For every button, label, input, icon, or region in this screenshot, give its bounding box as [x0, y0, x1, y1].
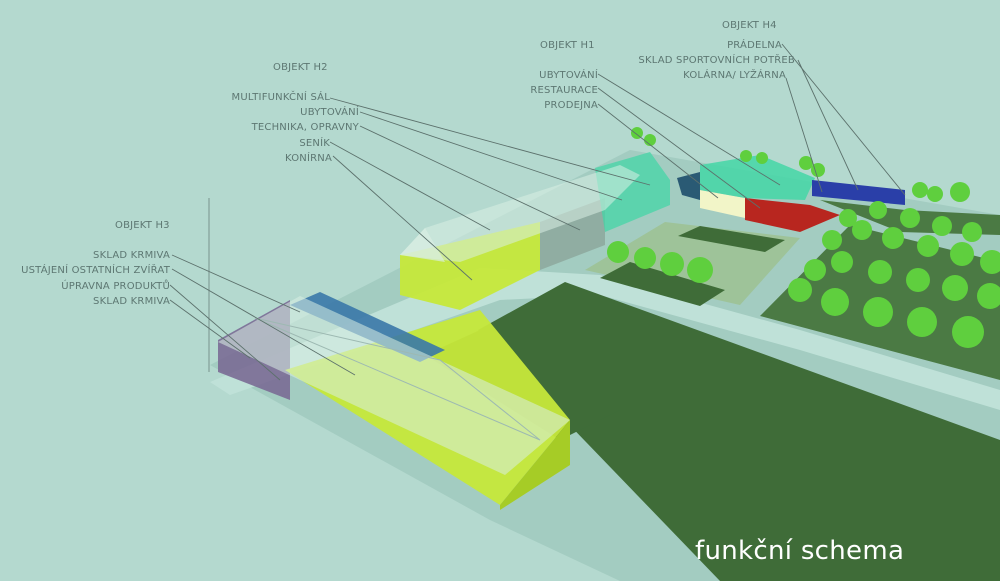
h4-blue-block — [812, 180, 905, 205]
tree — [907, 307, 937, 337]
tree — [740, 150, 752, 162]
leader-h2-sal — [329, 97, 651, 186]
lawn-strip-1 — [600, 262, 725, 306]
road — [210, 268, 1000, 410]
tree — [804, 259, 826, 281]
tree — [952, 316, 984, 348]
h2-gable — [400, 228, 445, 262]
leader-h1-prod — [597, 103, 719, 199]
tree — [917, 235, 939, 257]
tree — [852, 220, 872, 240]
tree — [831, 251, 853, 273]
h1-heading: OBJEKT H1 — [540, 40, 595, 51]
field-large — [478, 282, 1000, 581]
h1-item-prodejna: PRODEJNA — [544, 100, 598, 111]
tree — [869, 201, 887, 219]
leader-h4-kolarna — [785, 77, 823, 193]
tree — [863, 297, 893, 327]
h3-item-ustajeni: USTÁJENÍ OSTATNÍCH ZVÍŘAT — [21, 265, 170, 276]
h1-item-ubytovani: UBYTOVÁNÍ — [539, 70, 598, 81]
tree — [687, 257, 713, 283]
tree — [644, 134, 656, 146]
h4-item-pradelna: PRÁDELNA — [727, 40, 782, 51]
tree — [839, 209, 857, 227]
h3-roof — [218, 296, 570, 475]
leader-h2-senik — [329, 141, 491, 231]
h2-heading: OBJEKT H2 — [273, 62, 328, 73]
tree — [868, 260, 892, 284]
tree — [962, 222, 982, 242]
h3-item-sklad-krmiva-1: SKLAD KRMIVA — [93, 250, 170, 261]
tree — [912, 182, 928, 198]
tree — [882, 227, 904, 249]
tree — [977, 283, 1000, 309]
leader-h3-ustajeni — [171, 268, 356, 376]
h2-item-senik: SENÍK — [299, 138, 330, 149]
tree — [660, 252, 684, 276]
h2-item-multifunkcni-sal: MULTIFUNKČNÍ SÁL — [231, 92, 330, 103]
lawn-strip-2 — [678, 226, 785, 252]
building-h2 — [400, 152, 670, 310]
h1-accommodation — [700, 155, 815, 200]
tree — [631, 127, 643, 139]
leader-h3-upravna — [169, 284, 281, 381]
h2-roof — [400, 165, 640, 262]
h1-shop — [700, 190, 745, 218]
h1-item-restaurace: RESTAURACE — [530, 85, 598, 96]
leader-h3-sklad1 — [171, 254, 301, 313]
leader-h4-sklad — [797, 59, 859, 191]
h4-item-kolarna: KOLÁRNA/ LYŽÁRNA — [683, 70, 786, 81]
h2-item-technika: TECHNIKA, OPRAVNY — [251, 122, 359, 133]
building-h4 — [812, 180, 905, 205]
leader-h3-sklad2 — [169, 299, 251, 359]
tree — [821, 288, 849, 316]
leader-h1-rest — [597, 87, 761, 209]
leader-lines — [169, 43, 906, 381]
building-h3 — [218, 292, 570, 510]
diagram-caption: funkční schema — [695, 536, 905, 566]
h4-item-sklad-sportovnich: SKLAD SPORTOVNÍCH POTŘEB — [638, 55, 795, 66]
tree — [811, 163, 825, 177]
h4-heading: OBJEKT H4 — [722, 20, 777, 31]
tree — [950, 242, 974, 266]
leader-h1-ubyt — [597, 73, 781, 186]
tree — [927, 186, 943, 202]
tree — [607, 241, 629, 263]
trees — [607, 127, 1000, 348]
tree — [822, 230, 842, 250]
leader-h2-konirna — [332, 155, 473, 281]
leader-h2-ubyt — [359, 111, 623, 201]
tree — [906, 268, 930, 292]
tree — [950, 182, 970, 202]
tree — [756, 152, 768, 164]
h3-item-upravna: ÚPRAVNA PRODUKTŮ — [61, 281, 170, 292]
h1-restaurant — [745, 198, 840, 232]
tree — [634, 247, 656, 269]
h2-item-konirna: KONÍRNA — [285, 153, 332, 164]
tree — [799, 156, 813, 170]
leader-h2-tech — [359, 125, 581, 231]
tree — [942, 275, 968, 301]
h3-heading: OBJEKT H3 — [115, 220, 170, 231]
tree — [788, 278, 812, 302]
h2-item-ubytovani: UBYTOVÁNÍ — [300, 107, 359, 118]
h3-item-sklad-krmiva-2: SKLAD KRMIVA — [93, 296, 170, 307]
h3-side-lime — [500, 420, 570, 510]
tree — [900, 208, 920, 228]
building-h1 — [677, 155, 840, 232]
tree — [932, 216, 952, 236]
tree — [980, 250, 1000, 274]
h3-roof-ridge — [254, 317, 541, 441]
